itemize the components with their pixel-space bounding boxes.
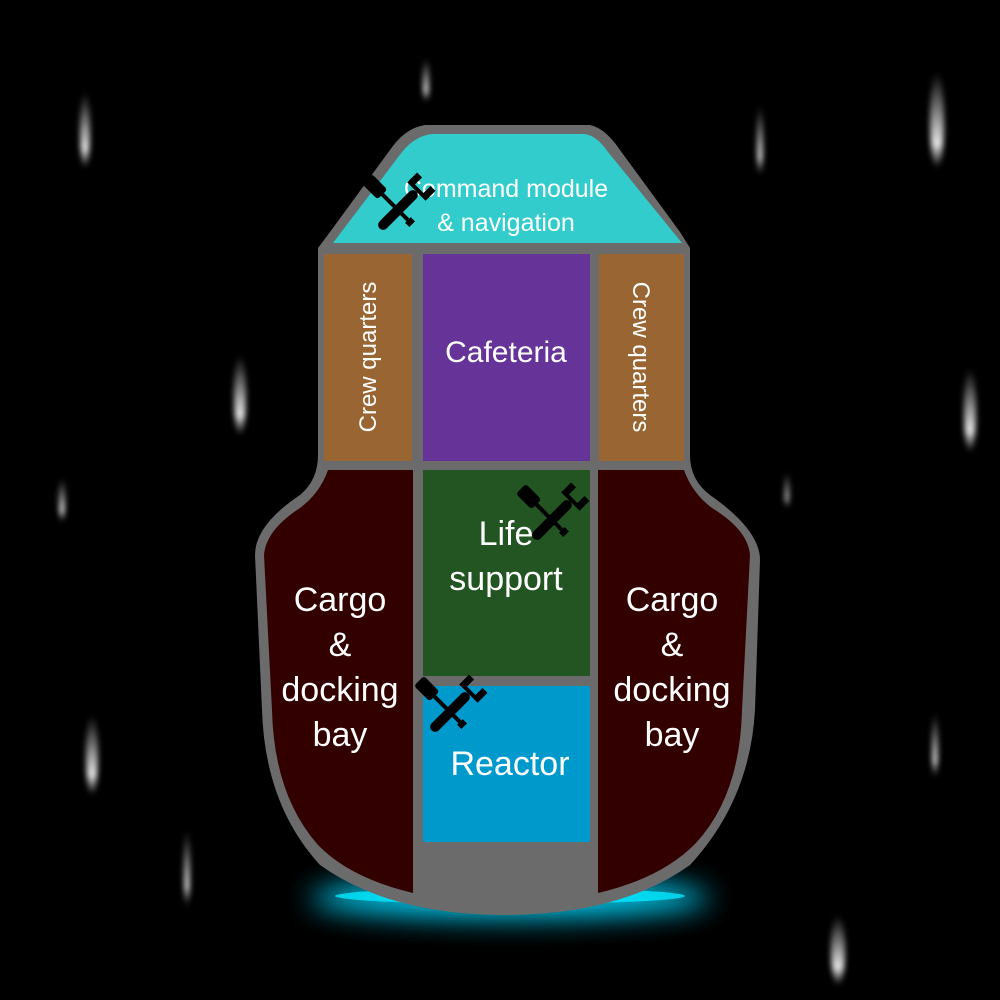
room-command-module-label-line1: Command module — [404, 175, 608, 203]
room-crew-quarters-left-label: Crew quarters — [355, 282, 382, 433]
room-crew-quarters-left-fill — [324, 254, 412, 461]
star-streak — [80, 92, 90, 168]
star-streak — [757, 105, 763, 175]
star-streak — [423, 58, 429, 102]
room-crew-quarters-left[interactable]: Crew quarters — [324, 254, 412, 461]
room-cargo-bay-right-label-line2: & — [661, 626, 684, 664]
room-command-module[interactable]: Command module & navigation — [333, 134, 682, 243]
room-cargo-bay-right-label-line4: bay — [645, 716, 700, 754]
room-cargo-bay-right-fill — [598, 470, 750, 893]
room-cafeteria-fill — [423, 254, 590, 461]
room-life-support-label-line1: Life — [479, 515, 534, 553]
star-streak — [785, 472, 789, 508]
star-streak — [184, 830, 190, 906]
room-cargo-bay-right-label-line3: docking — [613, 671, 730, 709]
room-crew-quarters-right-fill — [599, 254, 684, 461]
room-cafeteria[interactable]: Cafeteria — [423, 254, 590, 461]
star-streak — [930, 72, 944, 168]
room-life-support-label-line2: support — [449, 560, 563, 598]
star-streak — [59, 478, 65, 522]
room-command-module-label-line2: & navigation — [437, 209, 575, 237]
room-cargo-bay-left-label-line2: & — [329, 626, 352, 664]
room-reactor[interactable]: Reactor — [413, 674, 590, 842]
room-command-module-fill — [333, 134, 682, 243]
room-reactor-label: Reactor — [450, 745, 569, 783]
star-streak — [932, 713, 938, 777]
room-crew-quarters-right[interactable]: Crew quarters — [599, 254, 684, 461]
star-streak — [964, 368, 976, 452]
room-cargo-bay-left-label-line4: bay — [313, 716, 368, 754]
star-streaks — [59, 58, 976, 985]
star-streak — [234, 355, 246, 435]
room-cargo-bay-left-fill — [264, 470, 413, 893]
room-cargo-bay-right-label-line1: Cargo — [626, 581, 719, 619]
room-life-support[interactable]: Life support — [423, 470, 590, 676]
star-streak — [831, 915, 845, 985]
room-cargo-bay-right[interactable]: Cargo & docking bay — [598, 470, 750, 893]
room-cargo-bay-left-label-line3: docking — [281, 671, 398, 709]
room-cargo-bay-left[interactable]: Cargo & docking bay — [264, 470, 413, 893]
star-streak — [86, 715, 98, 795]
room-cafeteria-label: Cafeteria — [445, 336, 567, 369]
room-cargo-bay-left-label-line1: Cargo — [294, 581, 387, 619]
room-crew-quarters-right-label: Crew quarters — [627, 282, 654, 433]
